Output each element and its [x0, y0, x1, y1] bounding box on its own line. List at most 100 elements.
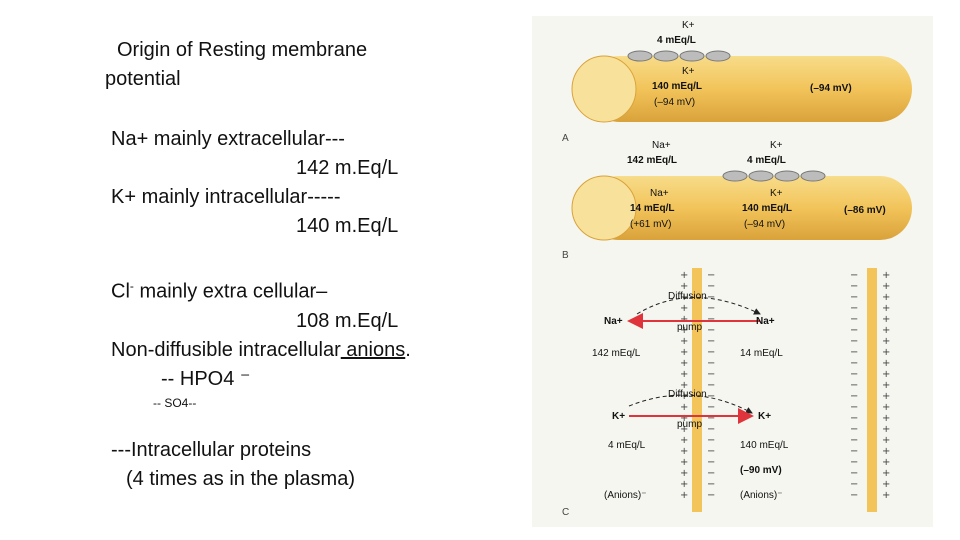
- c-diffusion1: Diffusion: [668, 291, 707, 302]
- minus-charge-mark: −: [850, 413, 858, 424]
- a-k-pot: (–94 mV): [654, 97, 695, 108]
- minus-charge-mark: −: [707, 292, 715, 303]
- a-panel-label: A: [562, 133, 569, 144]
- c-diffusion2: Diffusion: [668, 389, 707, 400]
- minus-charge-mark: −: [707, 490, 715, 501]
- plus-charge-mark: +: [680, 347, 688, 358]
- minus-charge-mark: −: [707, 314, 715, 325]
- b-k-pot: (–94 mV): [744, 219, 785, 230]
- c-na-in: 14 mEq/L: [740, 348, 783, 359]
- plus-charge-mark: +: [882, 457, 890, 468]
- nondiff-line: Non-diffusible intracellular anions.: [111, 336, 511, 365]
- c-mem-pot: (–90 mV): [740, 465, 782, 476]
- minus-charge-mark: −: [850, 281, 858, 292]
- a-k-in: 140 mEq/L: [652, 81, 702, 92]
- plus-charge-mark: +: [680, 402, 688, 413]
- b-fiber: [587, 176, 912, 240]
- c-pump2: pump: [677, 419, 702, 430]
- plus-charge-mark: +: [882, 292, 890, 303]
- plus-charge-mark: +: [680, 369, 688, 380]
- plus-charge-mark: +: [680, 292, 688, 303]
- na-value: 142 m.Eq/L: [296, 157, 399, 179]
- minus-charge-mark: −: [850, 336, 858, 347]
- plus-charge-mark: +: [882, 281, 890, 292]
- plus-charge-mark: +: [882, 380, 890, 391]
- c-panel-label: C: [562, 507, 569, 518]
- minus-charge-mark: −: [707, 435, 715, 446]
- cl-value: 108 m.Eq/L: [296, 309, 399, 332]
- c-membrane-right: [867, 268, 877, 512]
- proteins-line: ---Intracellular proteins: [111, 438, 312, 461]
- plus-charge-mark: +: [882, 347, 890, 358]
- plus-charge-mark: +: [882, 424, 890, 435]
- plus-charge-mark: +: [882, 325, 890, 336]
- plus-charge-mark: +: [680, 391, 688, 402]
- plus-charge-mark: +: [680, 468, 688, 479]
- minus-charge-mark: −: [850, 369, 858, 380]
- minus-charge-mark: −: [850, 358, 858, 369]
- a-k-sym: K+: [682, 20, 695, 31]
- plus-charge-mark: +: [680, 303, 688, 314]
- minus-charge-mark: −: [850, 457, 858, 468]
- b-fiber-end: [571, 175, 637, 241]
- minus-charge-mark: −: [707, 424, 715, 435]
- minus-charge-mark: −: [707, 270, 715, 281]
- minus-charge-mark: −: [707, 303, 715, 314]
- b-na-in: 14 mEq/L: [630, 203, 674, 214]
- plus-charge-mark: +: [882, 314, 890, 325]
- a-mem-pot: (–94 mV): [810, 83, 852, 94]
- nondiff-anions: anions: [340, 338, 406, 361]
- plus-charge-mark: +: [882, 402, 890, 413]
- minus-charge-mark: −: [850, 391, 858, 402]
- cl-symbol: Cl: [111, 280, 130, 303]
- title-line2: potential: [105, 68, 181, 90]
- b-k-out: 4 mEq/L: [747, 155, 786, 166]
- c-membrane-charges: +++++++++++++++++++++−−−−−−−−−−−−−−−−−−−…: [680, 270, 890, 501]
- plus-charge-mark: +: [882, 446, 890, 457]
- plus-charge-mark: +: [680, 446, 688, 457]
- minus-charge-mark: −: [850, 380, 858, 391]
- b-panel-label: B: [562, 250, 569, 261]
- plus-charge-mark: +: [680, 270, 688, 281]
- a-fiber: [587, 56, 912, 122]
- plus-charge-mark: +: [882, 413, 890, 424]
- minus-charge-mark: −: [707, 281, 715, 292]
- minus-charge-mark: −: [850, 435, 858, 446]
- minus-charge-mark: −: [850, 490, 858, 501]
- b-na-out: 142 mEq/L: [627, 155, 677, 166]
- minus-charge-mark: −: [707, 380, 715, 391]
- b-na-in-sym: Na+: [650, 188, 669, 199]
- c-k-in: 140 mEq/L: [740, 440, 789, 451]
- minus-charge-mark: −: [850, 479, 858, 490]
- plus-charge-mark: +: [680, 424, 688, 435]
- plus-charge-mark: +: [882, 369, 890, 380]
- minus-charge-mark: −: [707, 457, 715, 468]
- k-line: K+ mainly intracellular-----: [111, 186, 341, 208]
- c-pump1: pump: [677, 322, 702, 333]
- c-k-right: K+: [758, 411, 771, 422]
- cl-line: Cl- mainly extra cellular–: [111, 272, 511, 307]
- c-k-out: 4 mEq/L: [608, 440, 646, 451]
- plus-charge-mark: +: [680, 358, 688, 369]
- minus-charge-mark: −: [850, 402, 858, 413]
- plus-charge-mark: +: [882, 336, 890, 347]
- minus-charge-mark: −: [850, 446, 858, 457]
- plus-charge-mark: +: [680, 457, 688, 468]
- minus-charge-mark: −: [707, 479, 715, 490]
- plus-charge-mark: +: [680, 314, 688, 325]
- plus-charge-mark: +: [882, 358, 890, 369]
- minus-charge-mark: −: [707, 358, 715, 369]
- cl-text: mainly extra cellular–: [133, 280, 328, 303]
- plus-charge-mark: +: [680, 281, 688, 292]
- c-na-left: Na+: [604, 316, 623, 327]
- slide-title: Origin of Resting membrane: [117, 36, 511, 65]
- b-mem-pot: (–86 mV): [844, 205, 886, 216]
- hpo4-line: -- HPO4 ⁻: [161, 367, 251, 390]
- plus-charge-mark: +: [680, 413, 688, 424]
- k-value: 140 m.Eq/L: [296, 215, 399, 237]
- plus-charge-mark: +: [882, 490, 890, 501]
- minus-charge-mark: −: [850, 292, 858, 303]
- cl-superscript: -: [129, 279, 134, 293]
- plus-charge-mark: +: [882, 391, 890, 402]
- a-k-out: 4 mEq/L: [657, 35, 696, 46]
